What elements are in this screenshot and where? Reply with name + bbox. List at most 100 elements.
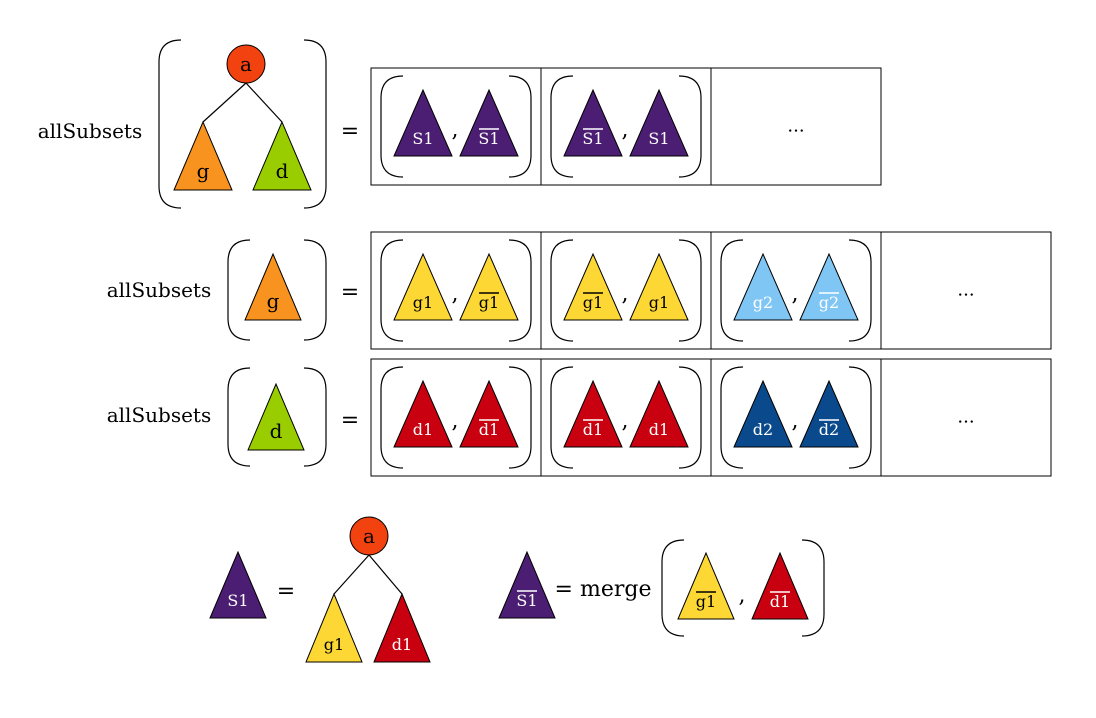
- pair-comma: ,: [452, 409, 459, 434]
- left-paren: [158, 39, 182, 209]
- triangle-shape: [459, 252, 519, 321]
- tree-left-triangle: g: [173, 120, 233, 191]
- triangle-shape: [629, 379, 689, 448]
- triangle-label: d1: [479, 420, 499, 439]
- triangle-shape: [373, 592, 431, 663]
- pair-left-triangle: g2: [733, 252, 793, 321]
- left-paren: [550, 75, 574, 178]
- tree-edge: [333, 554, 370, 595]
- right-paren: [801, 539, 825, 637]
- pair-right-triangle: S1: [459, 88, 519, 157]
- left-paren: [720, 239, 744, 342]
- triangle-shape: [799, 379, 859, 448]
- pair-comma: ,: [792, 409, 799, 434]
- triangle-label: d1: [649, 420, 669, 439]
- right-paren: [848, 239, 872, 342]
- triangle-shape: [498, 550, 556, 619]
- pair-parens: [720, 239, 872, 342]
- left-paren: [720, 366, 744, 469]
- pair-left-triangle: S1: [393, 88, 453, 157]
- left-paren: [227, 367, 251, 467]
- triangle-label: d1: [583, 420, 603, 439]
- triangle-label: g1: [696, 592, 716, 611]
- pair-right-triangle: d2: [799, 379, 859, 448]
- triangle-label: g1: [324, 635, 344, 654]
- pair-comma: ,: [452, 118, 459, 143]
- ellipsis-text: ...: [957, 407, 974, 428]
- tree-right-triangle: d: [252, 120, 312, 191]
- left-paren: [380, 239, 404, 342]
- ellipsis-text: ...: [957, 280, 974, 301]
- left-paren: [661, 539, 685, 637]
- triangle-label: S1: [582, 129, 603, 148]
- pair-left-triangle: g1: [563, 252, 623, 321]
- pair-left-triangle: d1: [393, 379, 453, 448]
- ellipsis-text: ...: [787, 116, 804, 137]
- input-parens-row3: [227, 367, 327, 467]
- tree-root-node: a: [226, 44, 266, 84]
- triangle-shape: [247, 382, 305, 451]
- triangle-label: g: [267, 289, 280, 313]
- triangle-shape: [173, 120, 233, 191]
- triangle-label: S1: [227, 591, 248, 610]
- triangle-label: g2: [819, 293, 839, 312]
- triangle-label: g2: [753, 293, 773, 312]
- equals-row2: =: [341, 280, 359, 305]
- input-parens-row2: [227, 239, 327, 341]
- triangle-label: d2: [819, 420, 839, 439]
- pair-right-triangle: d1: [629, 379, 689, 448]
- left-paren: [550, 239, 574, 342]
- tree-edge: [245, 82, 283, 123]
- pair-left-triangle: d2: [733, 379, 793, 448]
- allsubsets-label-row3: allSubsets: [107, 403, 212, 427]
- right-paren: [303, 39, 327, 209]
- triangle-label: g: [197, 159, 210, 183]
- def1-left-triangle: g1: [305, 592, 363, 663]
- pair-parens: [550, 75, 702, 178]
- pair-parens: [550, 239, 702, 342]
- triangle-label: d1: [413, 420, 433, 439]
- row2-input-triangle: g: [244, 252, 302, 321]
- triangle-shape: [629, 88, 689, 157]
- ellipsis-cell: [880, 358, 1052, 477]
- triangle-shape: [563, 379, 623, 448]
- triangle-label: d: [270, 419, 283, 443]
- pair-right-triangle: g1: [459, 252, 519, 321]
- left-paren: [550, 366, 574, 469]
- right-paren: [303, 367, 327, 467]
- equals-row3: =: [341, 408, 359, 433]
- triangle-shape: [733, 379, 793, 448]
- triangle-label: S1: [412, 129, 433, 148]
- triangle-label: S1: [478, 129, 499, 148]
- pair-comma: ,: [622, 118, 629, 143]
- ellipsis-cell: [710, 67, 882, 186]
- triangle-shape: [393, 379, 453, 448]
- triangle-shape: [563, 252, 623, 321]
- pair-parens: [380, 239, 532, 342]
- def1-root-node: a: [349, 516, 389, 556]
- row3-input-triangle: d: [247, 382, 305, 451]
- pair-parens: [550, 366, 702, 469]
- pair-comma: ,: [622, 282, 629, 307]
- pair-left-triangle: g1: [393, 252, 453, 321]
- def1-right-triangle: d1: [373, 592, 431, 663]
- triangle-shape: [393, 252, 453, 321]
- merge-label: = merge: [555, 577, 652, 602]
- equals-def1: =: [277, 579, 295, 604]
- pair-right-triangle: d1: [459, 379, 519, 448]
- right-paren: [303, 239, 327, 341]
- triangle-label: g1: [649, 293, 669, 312]
- def1-lhs-triangle: S1: [209, 550, 267, 619]
- right-paren: [678, 366, 702, 469]
- triangle-shape: [393, 88, 453, 157]
- tree-edge: [368, 554, 403, 595]
- triangle-shape: [751, 551, 809, 620]
- triangle-label: S1: [516, 591, 537, 610]
- pair-left-triangle: S1: [563, 88, 623, 157]
- triangle-shape: [209, 550, 267, 619]
- ellipsis-cell: [880, 231, 1052, 350]
- pair-parens: [720, 366, 872, 469]
- triangle-shape: [244, 252, 302, 321]
- triangle-shape: [563, 88, 623, 157]
